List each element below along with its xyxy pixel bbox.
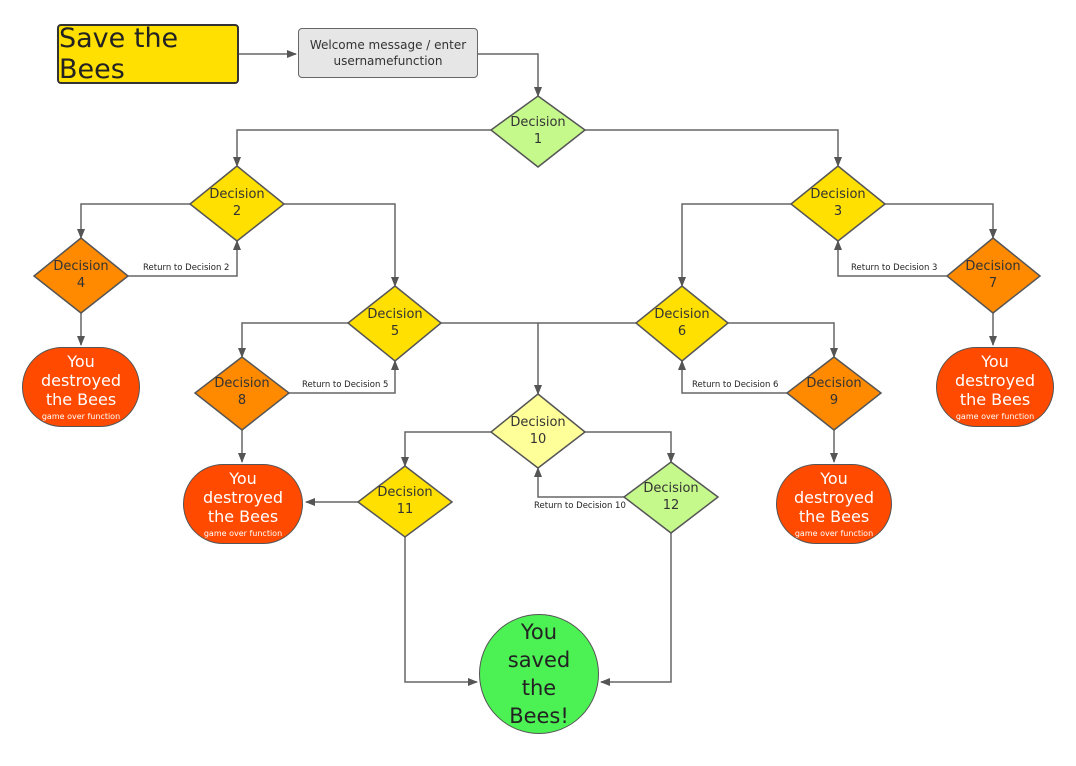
welcome-text: Welcome message / enter usernamefunction: [309, 38, 467, 68]
connector-d3-d7: [885, 203, 997, 239]
connector-d3-d6: [678, 203, 791, 287]
decision-2-shape: [188, 165, 286, 242]
decision-5-shape: [346, 285, 443, 362]
return-label-6: Return to Decision 6: [692, 380, 779, 390]
connector-d5-d10: [441, 322, 542, 395]
title-box: Save the Bees: [57, 23, 239, 85]
return-label-10: Return to Decision 10: [534, 501, 626, 511]
connector-d5-d8: [238, 322, 348, 358]
game-over-subtext: game over function: [203, 529, 283, 538]
connector-d8-return-d5: [289, 360, 399, 394]
connector-welcome-d1: [478, 53, 542, 97]
decision-4-shape: [32, 237, 130, 314]
connector-d9-return-d6: [678, 360, 787, 394]
connector-d6-d9: [728, 322, 838, 358]
decision-11-shape: [356, 465, 454, 538]
decision-7-shape: [945, 237, 1042, 314]
return-label-3: Return to Decision 3: [851, 263, 938, 273]
title-text: Save the Bees: [59, 23, 179, 85]
decision-3-shape: [789, 165, 887, 242]
game-over-text: You destroyed the Bees: [202, 469, 284, 526]
game-over-box-9: You destroyed the Bees game over functio…: [776, 464, 892, 544]
connector-d12-return-d10: [534, 467, 624, 498]
connector-d1-d2: [233, 129, 491, 167]
game-over-subtext: game over function: [794, 529, 874, 538]
return-label-2: Return to Decision 2: [143, 263, 230, 273]
connector-d10-d11: [401, 431, 491, 467]
decision-6-shape: [634, 285, 730, 362]
return-label-5: Return to Decision 5: [302, 380, 389, 390]
game-over-box-4: You destroyed the Bees game over functio…: [22, 347, 140, 427]
connector-d1-d3: [585, 129, 842, 167]
saved-bees-text: You saved the Bees!: [507, 620, 571, 728]
decision-10-shape: [489, 393, 587, 469]
game-over-text: You destroyed the Bees: [40, 352, 122, 409]
decision-8-shape: [193, 356, 291, 431]
connector-d10-d12: [585, 431, 675, 463]
game-over-subtext: game over function: [41, 412, 121, 421]
game-over-box-8: You destroyed the Bees game over functio…: [183, 464, 303, 544]
connector-d7-return-d3: [834, 240, 947, 277]
decision-12-shape: [622, 461, 720, 534]
game-over-box-7: You destroyed the Bees game over functio…: [936, 347, 1054, 427]
connector-d4-return-d2: [128, 240, 241, 277]
game-over-subtext: game over function: [955, 412, 1035, 421]
decision-9-shape: [785, 356, 883, 431]
welcome-box: Welcome message / enter usernamefunction: [298, 28, 478, 78]
connector-d11-saved: [404, 537, 478, 686]
game-over-text: You destroyed the Bees: [793, 469, 875, 526]
game-over-text: You destroyed the Bees: [954, 352, 1036, 409]
saved-bees-circle: You saved the Bees!: [479, 614, 599, 734]
decision-1-shape: [489, 95, 587, 168]
connector-d2-d5: [284, 203, 399, 287]
connector-d12-saved: [600, 533, 672, 686]
connector-d2-d4: [77, 203, 190, 239]
